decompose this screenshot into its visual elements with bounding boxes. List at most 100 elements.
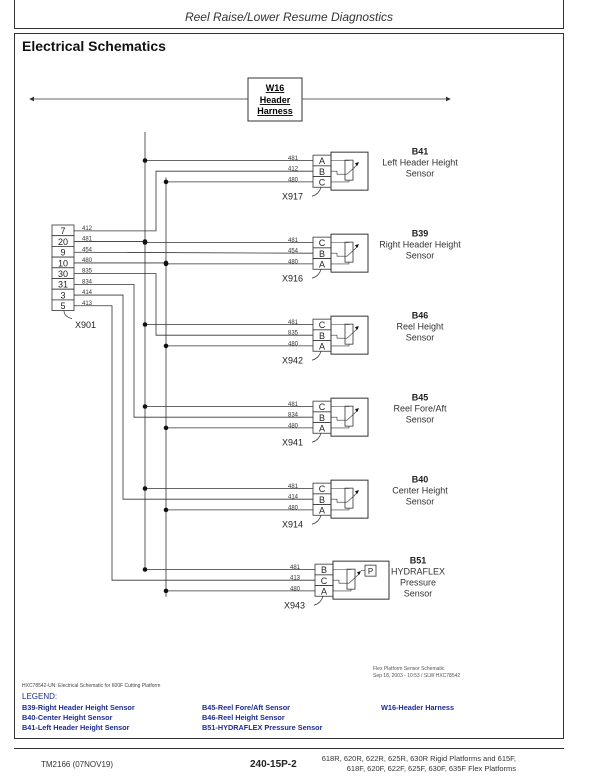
footer-page-number: 240-15P-2	[250, 759, 297, 770]
footer-models: 618R, 620R, 622R, 625R, 630R Rigid Platf…	[320, 754, 516, 774]
potentiometer-wiper	[331, 245, 359, 257]
harness-id: W16	[266, 83, 285, 93]
wire-label: 480	[288, 341, 299, 347]
harness-line2: Harness	[257, 106, 293, 116]
wire-label: 481	[82, 237, 93, 243]
sensor-pin-letter: A	[321, 586, 327, 596]
wire-label: 481	[288, 484, 299, 490]
sensor-id: B51	[410, 556, 427, 566]
connector-pin-number: 10	[58, 258, 68, 268]
wire-label: 481	[288, 238, 299, 244]
wire-834	[74, 283, 313, 418]
sensor-pin-letter: B	[319, 413, 325, 423]
sensor-name: Left Header Height	[382, 158, 458, 168]
sensor-pin-letter: A	[319, 259, 325, 269]
footer-models-line2: 618F, 620F, 622F, 625F, 630F, 635F Flex …	[346, 764, 516, 773]
connector-pin-number: 31	[58, 280, 68, 290]
sensor-id: B45	[412, 393, 429, 403]
wire-412	[74, 170, 313, 232]
footer-models-line1: 618R, 620R, 622R, 625R, 630R Rigid Platf…	[321, 754, 516, 763]
wiper-arrow-icon	[355, 490, 359, 495]
sensor-internal-wire	[331, 262, 350, 265]
stamp-line1: Flex Platform Sensor Schematic	[373, 666, 445, 672]
wiper-arrow-icon	[355, 326, 359, 331]
potentiometer-wiper	[333, 572, 361, 584]
sensor-pin-letter: A	[319, 156, 325, 166]
sensor-internal-wire	[333, 589, 352, 592]
potentiometer-wiper	[331, 327, 359, 339]
sensor-pin-letter: C	[319, 402, 326, 412]
connector-id: X942	[282, 355, 303, 365]
sensor-pin-letter: C	[319, 484, 326, 494]
sensor-name: Sensor	[406, 169, 435, 179]
wiper-arrow-icon	[355, 162, 359, 167]
wire-454	[73, 251, 314, 254]
legend-item: B46-Reel Height Sensor	[202, 713, 285, 722]
wire-413	[74, 305, 315, 581]
schematic-frame	[14, 33, 564, 739]
section-title: Electrical Schematics	[22, 38, 166, 54]
splice-dot	[163, 343, 169, 349]
wire-label: 412	[82, 226, 93, 232]
connector-pin-number: 9	[60, 248, 65, 258]
wire-414	[74, 294, 313, 500]
wire-label: 413	[290, 576, 301, 582]
sensor-name: Sensor	[404, 589, 433, 599]
sensor-pin-letter: B	[321, 565, 327, 575]
sensor-pin-letter: C	[319, 177, 326, 187]
legend-title: LEGEND:	[22, 692, 58, 701]
splice-dot	[142, 486, 148, 491]
wire-label: 480	[288, 177, 299, 183]
wire-label: 480	[288, 423, 299, 429]
wire-label: 454	[82, 247, 93, 253]
potentiometer-wiper	[331, 163, 359, 175]
connector-id: X917	[282, 191, 303, 201]
legend-item: B51-HYDRAFLEX Pressure Sensor	[202, 723, 323, 732]
connector-pin-cell	[51, 299, 75, 311]
connector-pin-number: 3	[60, 290, 65, 300]
sensor-name: HYDRAFLEX	[391, 567, 445, 577]
wire-label: 481	[288, 320, 299, 326]
sensor-name: Center Height	[392, 486, 448, 496]
legend-item: B45-Reel Fore/Aft Sensor	[202, 703, 290, 712]
connector-pin-number: 20	[58, 237, 68, 247]
splice-dot	[163, 588, 169, 594]
wire-label: 481	[290, 565, 301, 571]
sensor-pin-letter: C	[319, 238, 326, 248]
connector-id: X941	[282, 437, 303, 447]
connector-id: X901	[75, 320, 96, 330]
sensor-name: Sensor	[406, 497, 435, 507]
splice-dot	[163, 425, 169, 431]
legend-item: B39-Right Header Height Sensor	[22, 703, 135, 712]
legend-item: B41-Left Header Height Sensor	[22, 723, 130, 732]
wire-label: 454	[288, 249, 299, 255]
connector-id: X914	[282, 519, 303, 529]
sensor-name: Right Header Height	[379, 240, 461, 250]
connector-leader	[311, 515, 322, 525]
wire-label: 480	[288, 259, 299, 265]
wire-label: 480	[82, 258, 93, 264]
wire-label: 834	[82, 279, 93, 285]
page-header-title: Reel Raise/Lower Resume Diagnostics	[184, 10, 394, 24]
pressure-port-label: P	[368, 567, 373, 576]
wire-label: 481	[288, 402, 299, 408]
wire-label: 835	[82, 269, 93, 275]
connector-leader	[311, 269, 322, 279]
sensor-pin-letter: C	[319, 320, 326, 330]
splice-dot	[142, 322, 148, 327]
wire-label: 480	[290, 586, 301, 592]
sensor-internal-wire	[331, 508, 350, 511]
sensor-pin-letter: B	[319, 249, 325, 259]
connector-leader	[63, 310, 73, 319]
sensor-pin-letter: A	[319, 341, 325, 351]
sensor-internal-wire	[331, 344, 350, 347]
sensor-pin-letter: A	[319, 505, 325, 515]
wire-label: 480	[288, 505, 299, 511]
sensor-pin-letter: A	[319, 423, 325, 433]
harness-box	[247, 77, 303, 122]
header-frame: Reel Raise/Lower Resume Diagnostics	[14, 0, 564, 29]
wire-label: 413	[82, 301, 93, 307]
potentiometer-wiper	[331, 409, 359, 421]
sensor-internal-wire	[331, 426, 350, 429]
